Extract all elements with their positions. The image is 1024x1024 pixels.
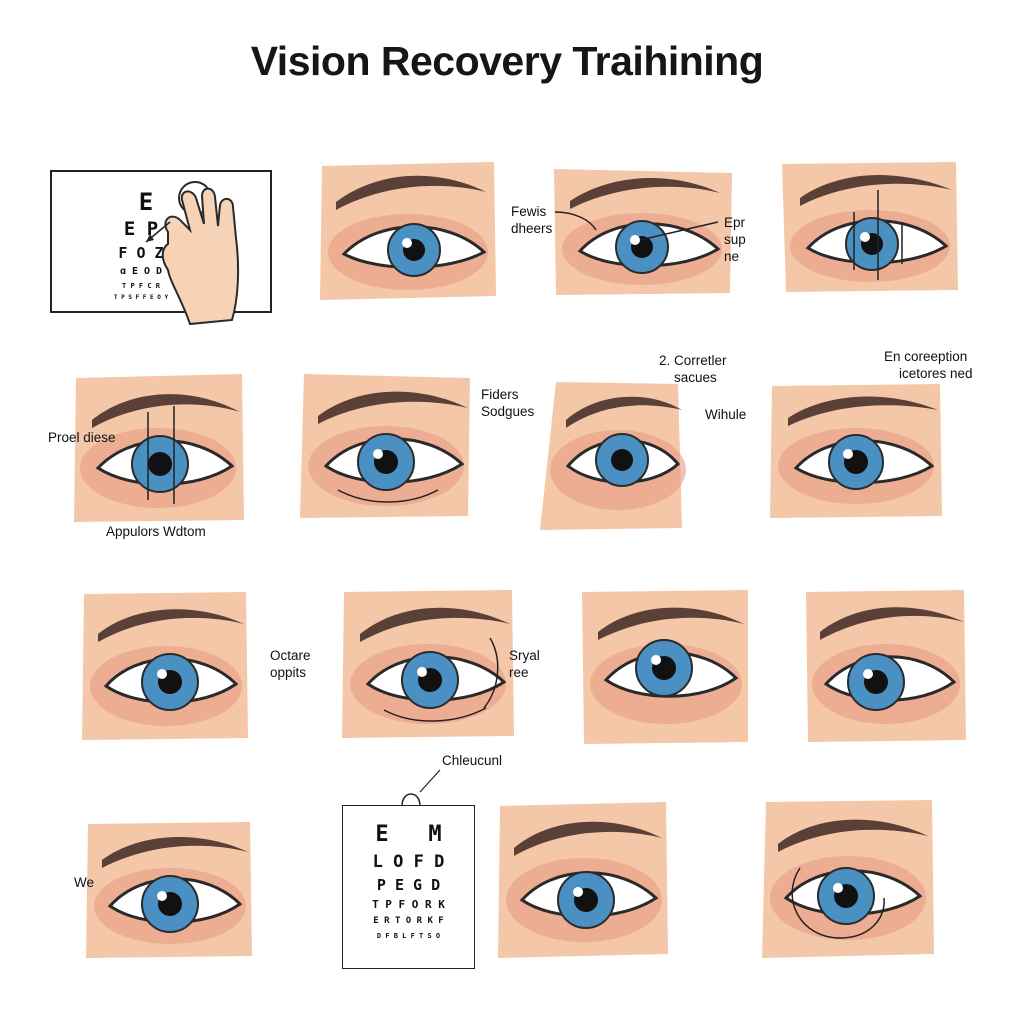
chart-row: P E G D — [376, 876, 441, 894]
label-we: We — [74, 875, 95, 890]
label-fiders-sodgues: Fiders Sodgues — [481, 387, 535, 419]
label-chleucunl: Chleucunl — [442, 753, 503, 768]
eye-panel — [340, 588, 516, 740]
chart-row: T P F O R K — [372, 898, 445, 911]
label-sryal-ree: Sryal ree — [509, 648, 540, 680]
eye-panel — [768, 382, 944, 520]
eye-panel — [84, 820, 254, 960]
eye-panel — [80, 590, 250, 742]
eye-panel — [538, 378, 688, 534]
label-appulors-wdtom: Appulors Wdtom — [106, 524, 206, 539]
eye-panel — [780, 160, 960, 294]
label-fewis-dheers: Fewis dheers — [511, 204, 553, 236]
eye-panel — [72, 372, 246, 524]
chart-row: E M — [375, 822, 442, 847]
chart-row: D F B L F T S O — [376, 932, 441, 940]
page-title: Vision Recovery Traihining — [250, 38, 764, 84]
eye-chart: E M L O F D P E G D T P F O R K E R T O … — [342, 805, 475, 969]
eye-panel — [760, 798, 936, 960]
label-octare-oppits: Octare oppits — [270, 648, 311, 680]
label-proel-diese: Proel diese — [48, 430, 116, 445]
chart-row: T P F C R — [122, 282, 160, 290]
chart-row: E R T O R K F — [373, 916, 444, 926]
chart-row: F O Z — [118, 244, 164, 262]
eye-chart: E E P F O Z ɑ E O D T P F C R T P S F F … — [50, 170, 272, 313]
chart-row: ɑ E O D — [119, 266, 163, 277]
eye-panel — [318, 160, 500, 302]
chart-row: L O F D — [372, 852, 445, 872]
eye-panel — [496, 800, 670, 960]
eye-panel — [804, 588, 968, 744]
eye-panel — [552, 165, 734, 297]
label-epr-sup-ne: Epr sup ne — [724, 215, 746, 264]
chart-row: E P — [123, 218, 159, 240]
label-en-coreeption: En coreeption icetores ned — [884, 349, 973, 381]
chart-row: E — [138, 188, 154, 216]
eye-panel — [580, 588, 750, 746]
label-corretler-sacues: 2. Corretler sacues — [659, 353, 727, 385]
label-wihule: Wihule — [705, 407, 747, 422]
chart-row: T P S F F E O Y — [113, 294, 169, 301]
eye-panel — [298, 372, 474, 520]
